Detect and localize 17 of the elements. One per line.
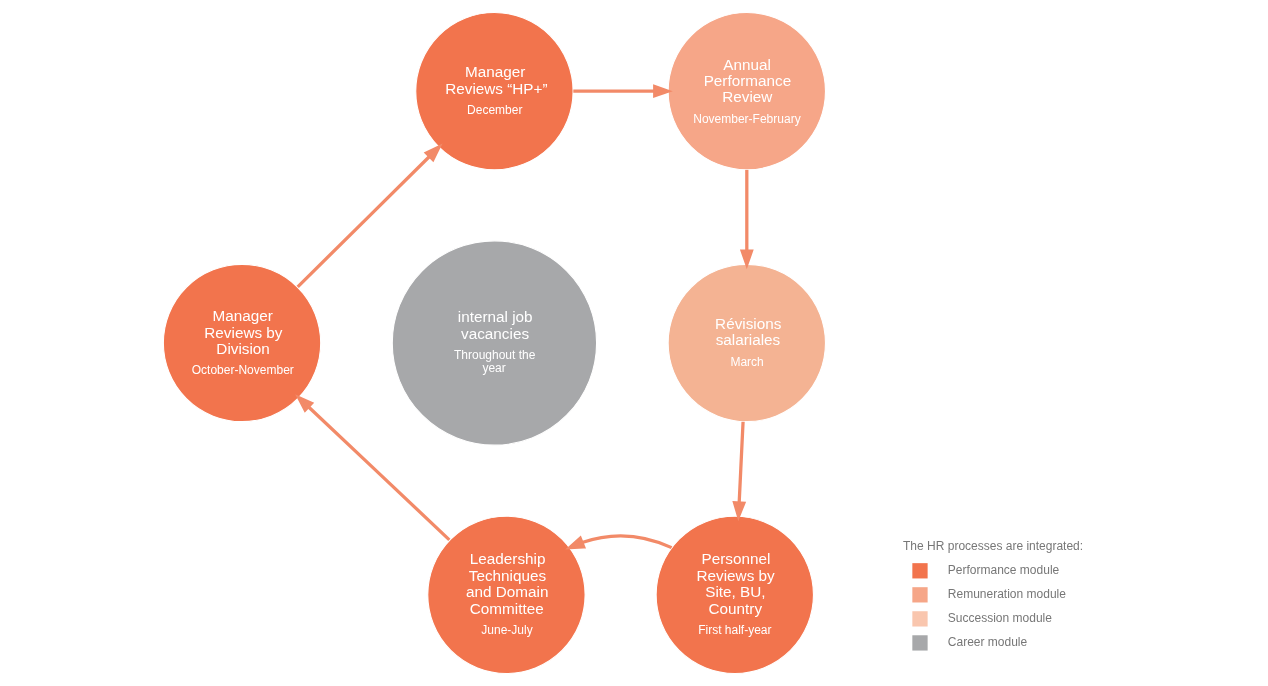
node-circle: Annual Performance Review November-February (667, 11, 826, 171)
arrow (732, 421, 747, 522)
label: The HR processes are integrated: (903, 538, 1084, 553)
node-circle: internal job vacancies Throughout the year (391, 240, 598, 446)
node-circle: Personnel Reviews by Site, BU, Country First half-year (655, 515, 814, 675)
arrow (565, 534, 673, 550)
arrow (739, 169, 754, 270)
arrow (295, 394, 451, 542)
legend-label: Career module (947, 634, 1028, 649)
legend-label: Remuneration module (947, 586, 1066, 601)
node-circle: Manager Reviews “HP+” December (415, 11, 574, 171)
node-circle: Révisions salariales March (667, 263, 826, 423)
arrow (573, 84, 673, 99)
node-circle: Manager Reviews by Division October-November (162, 263, 322, 423)
legend-label: Succession module (947, 610, 1052, 625)
legend-label: Performance module (947, 562, 1060, 577)
arrow (296, 143, 443, 288)
